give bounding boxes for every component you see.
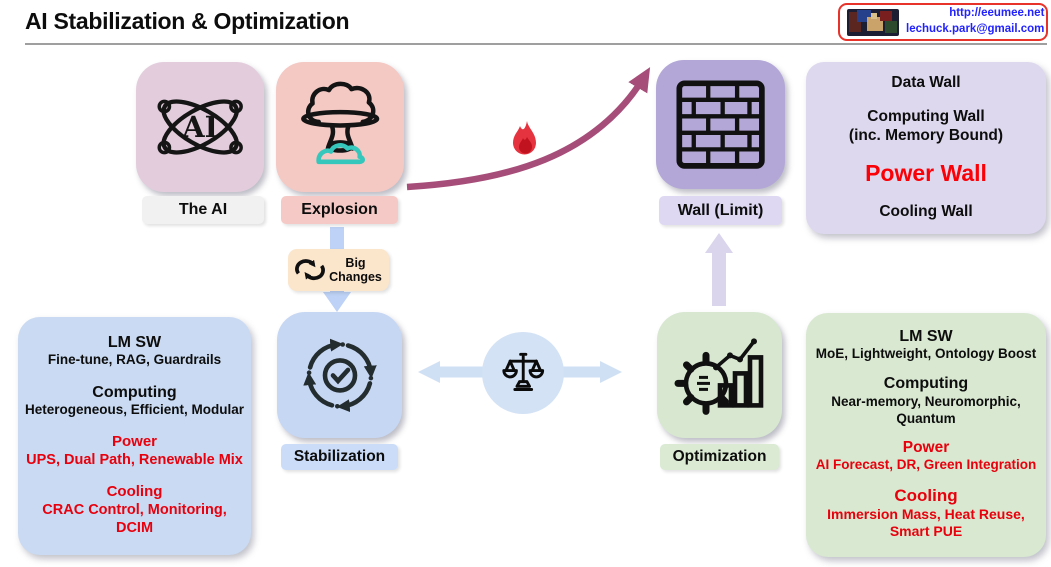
mushroom-cloud-icon xyxy=(300,81,380,165)
growth-curve-arrow xyxy=(406,67,651,191)
explosion-to-stabilization-arrowhead xyxy=(323,292,351,312)
opt-power-title: Power xyxy=(902,438,950,456)
opt-cooling-items: Immersion Mass, Heat Reuse, Smart PUE xyxy=(827,505,1025,540)
stab-cooling-title: Cooling xyxy=(106,482,163,500)
ai-node-card: AI xyxy=(136,62,264,192)
power-wall-text: Power Wall xyxy=(865,160,987,187)
gear-chart-icon xyxy=(674,337,763,415)
double-arrow-left-head xyxy=(418,361,440,383)
stab-computing-title: Computing xyxy=(92,383,177,401)
opt-lmsw-items: MoE, Lightweight, Ontology Boost xyxy=(815,346,1037,362)
optimization-panel: LM SW MoE, Lightweight, Ontology Boost C… xyxy=(806,313,1046,557)
balance-circle xyxy=(482,332,564,414)
cooling-wall-text: Cooling Wall xyxy=(879,202,973,220)
optimization-node-label: Optimization xyxy=(660,444,779,470)
optimization-node-card xyxy=(657,312,782,438)
stab-power-items: UPS, Dual Path, Renewable Mix xyxy=(26,451,243,468)
opt-computing-items: Near-memory, Neuromorphic, Quantum xyxy=(831,393,1021,426)
contact-url-link[interactable]: http://eeumee.net xyxy=(949,7,1045,20)
computing-wall-note: (inc. Memory Bound) xyxy=(848,127,1004,145)
computing-wall-text: Computing Wall xyxy=(867,107,985,125)
change-cycle-icon xyxy=(295,259,325,281)
opt-power-items: AI Forecast, DR, Green Integration xyxy=(815,457,1037,473)
big-changes-badge: Big Changes xyxy=(288,249,389,291)
title-divider xyxy=(25,43,1047,45)
contact-email-link[interactable]: lechuck.park@gmail.com xyxy=(906,23,1045,35)
opt-lmsw-title: LM SW xyxy=(899,328,953,345)
wall-node-label: Wall (Limit) xyxy=(659,196,782,225)
opt-cooling-title: Cooling xyxy=(894,485,958,505)
stab-power-title: Power xyxy=(111,432,157,450)
stab-cooling-items: CRAC Control, Monitoring, DCIM xyxy=(42,501,227,536)
stabilization-node-card xyxy=(277,312,402,438)
brick-wall-icon xyxy=(676,80,765,169)
explosion-node-label: Explosion xyxy=(281,196,398,224)
ai-node-label: The AI xyxy=(142,196,264,224)
walls-panel: Data Wall Computing Wall (inc. Memory Bo… xyxy=(806,62,1046,234)
stab-computing-items: Heterogeneous, Efficient, Modular xyxy=(24,402,245,418)
fire-icon xyxy=(513,121,536,155)
big-changes-label: Big Changes xyxy=(329,255,382,284)
stab-lmsw-title: LM SW xyxy=(107,334,162,351)
atom-ai-icon: AI xyxy=(157,99,243,155)
wall-node-card xyxy=(656,60,785,189)
svg-text:AI: AI xyxy=(181,110,218,144)
stabilization-panel: LM SW Fine-tune, RAG, Guardrails Computi… xyxy=(18,317,251,555)
explosion-node-card xyxy=(276,62,404,192)
page-title: AI Stabilization & Optimization xyxy=(25,8,350,34)
stab-lmsw-items: Fine-tune, RAG, Guardrails xyxy=(47,352,222,368)
balance-scale-icon xyxy=(502,352,544,391)
data-wall-text: Data Wall xyxy=(891,74,961,91)
contact-thumbnail-image xyxy=(847,8,899,36)
opt-computing-title: Computing xyxy=(883,375,969,393)
optimization-to-wall-arrowhead xyxy=(705,233,733,253)
stabilization-node-label: Stabilization xyxy=(281,444,398,470)
double-arrow-right-head xyxy=(600,361,622,383)
pixel-art-thumbnail xyxy=(847,8,899,36)
cycle-check-icon xyxy=(302,338,377,412)
contact-box: http://eeumee.net lechuck.park@gmail.com xyxy=(838,3,1048,41)
